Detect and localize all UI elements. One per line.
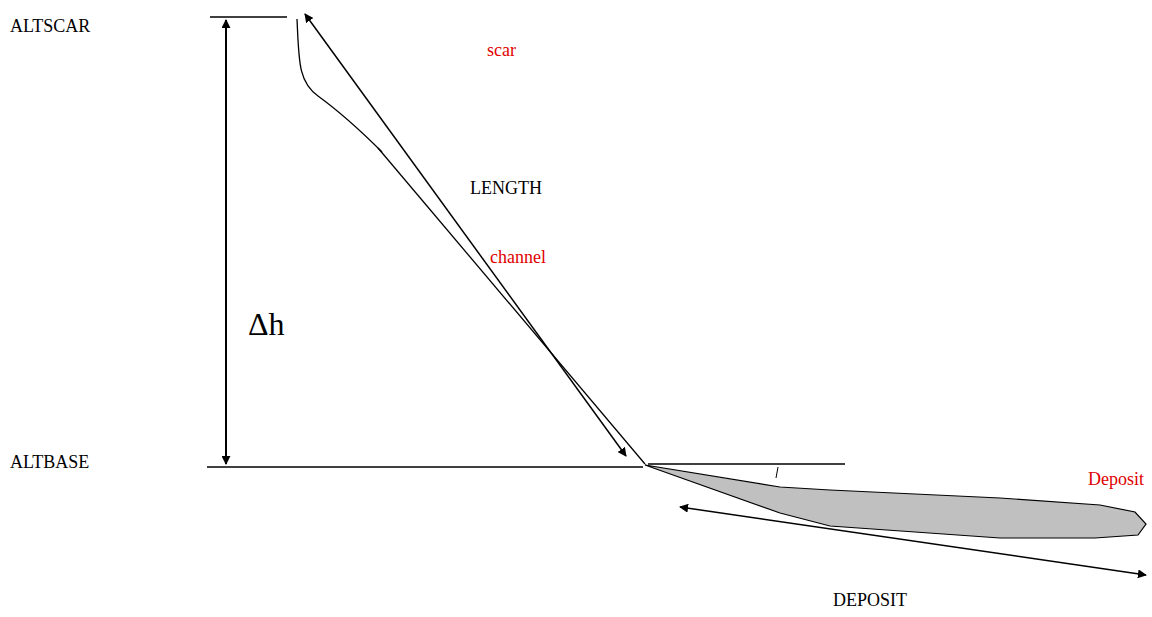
altbase-line bbox=[207, 466, 643, 467]
zone-label: scar bbox=[487, 40, 516, 61]
length-arrow bbox=[305, 14, 626, 456]
channel-outline bbox=[378, 148, 645, 464]
dimension-label: LENGTH bbox=[470, 178, 542, 199]
altscar-line bbox=[210, 16, 287, 17]
dimension-label: Δh bbox=[248, 306, 285, 343]
scar-outline bbox=[297, 19, 382, 152]
altitude-label: ALTBASE bbox=[10, 452, 89, 473]
dimension-label: DEPOSIT bbox=[833, 590, 907, 611]
deposit-arrow bbox=[680, 507, 1146, 575]
angle-tick bbox=[776, 467, 778, 478]
height-arrow bbox=[225, 20, 227, 464]
altitude-label: ALTSCAR bbox=[10, 16, 90, 37]
deposit-body bbox=[645, 465, 1146, 538]
zone-label: channel bbox=[490, 247, 546, 268]
zone-label: Deposit bbox=[1088, 469, 1144, 490]
deposit-reference-line bbox=[648, 463, 845, 464]
